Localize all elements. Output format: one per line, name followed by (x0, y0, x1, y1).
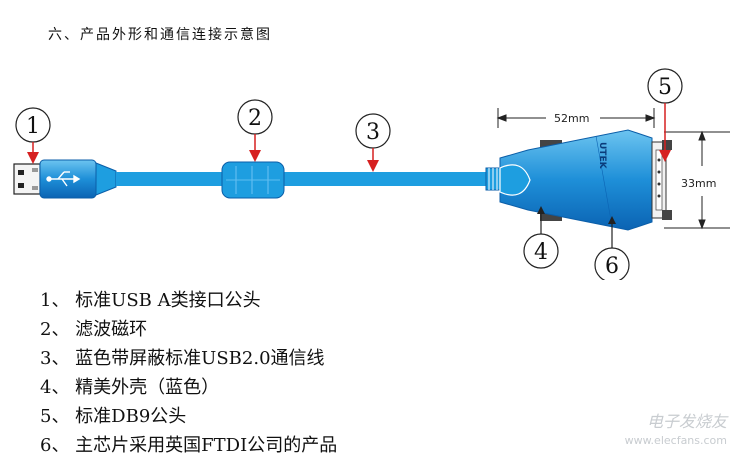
height-label: 33mm (681, 177, 716, 190)
height-dimension (664, 130, 730, 230)
watermark-url: www.elecfans.com (624, 434, 727, 447)
connection-diagram: UTEK 52mm 33mm 1 2 3 4 (13, 68, 730, 280)
legend-item: 3、 蓝色带屏蔽标准USB2.0通信线 (40, 348, 325, 369)
watermark: 电子发烧友 www.elecfans.com (625, 408, 727, 447)
callout-5-number: 5 (658, 75, 672, 100)
callout-3-number: 3 (366, 120, 380, 145)
callout-5 (647, 68, 683, 162)
length-dimension (496, 108, 656, 128)
callout-2-number: 2 (248, 106, 262, 131)
callout-1 (15, 107, 51, 164)
strain-relief (485, 167, 501, 191)
callout-4-number: 4 (534, 240, 548, 265)
usb-cable (116, 172, 486, 186)
usb-a-plug (13, 159, 117, 199)
callout-3 (355, 113, 391, 172)
legend-item: 2、 滤波磁环 (40, 319, 148, 340)
callout-6 (594, 216, 630, 280)
usb-logo-icon (46, 171, 81, 187)
watermark-main: 电子发烧友 (646, 412, 727, 431)
brand-label: UTEK (597, 142, 607, 170)
legend-item: 4、 精美外壳（蓝色） (40, 377, 220, 398)
page-heading: 六、产品外形和通信连接示意图 (48, 27, 272, 43)
callout-1-number: 1 (26, 114, 40, 139)
legend-item: 5、 标准DB9公头 (40, 406, 187, 427)
db9-shell (499, 129, 672, 231)
callout-6-number: 6 (605, 254, 619, 279)
legend-item: 6、 主芯片采用英国FTDI公司的产品 (40, 435, 338, 456)
callout-2 (237, 99, 273, 162)
component-legend: 1、 标准USB A类接口公头 2、 滤波磁环 3、 蓝色带屏蔽标准USB2.0… (40, 286, 337, 460)
callout-4 (523, 206, 559, 269)
legend-item: 1、 标准USB A类接口公头 (40, 290, 261, 311)
ferrite-bead (221, 161, 285, 199)
length-label: 52mm (554, 112, 589, 125)
